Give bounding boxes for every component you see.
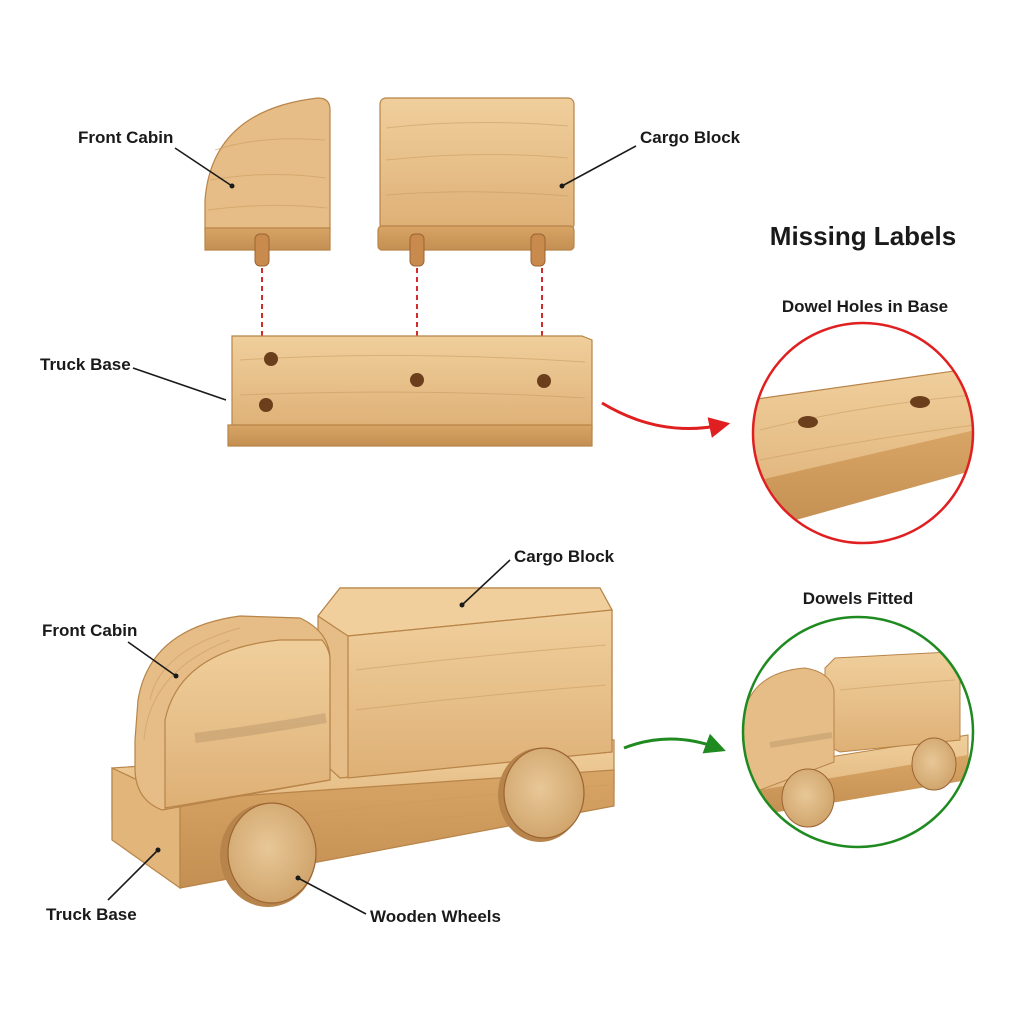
callout-ring-green [741,615,975,849]
leader-front-cabin-bottom [127,641,177,677]
callout-dowels-fitted [741,615,975,849]
label-front-cabin-top: Front Cabin [78,128,173,147]
callout-title-dowel-holes: Dowel Holes in Base [782,297,948,316]
assembled-wheels [220,747,585,907]
label-front-cabin-bottom: Front Cabin [42,621,137,640]
callout-dowel-holes [751,321,975,545]
label-wooden-wheels: Wooden Wheels [370,907,501,926]
truck-base-piece [227,335,593,447]
dowels [254,233,546,267]
exploded-view [204,97,593,447]
leader-truck-base-bottom [107,849,159,901]
leader-front-cabin-top [174,147,233,187]
leader-cargo-block-top [561,145,637,187]
label-cargo-block-bottom: Cargo Block [514,547,615,566]
leader-truck-base-top [132,367,227,401]
arrow-to-dowel-holes [601,401,731,438]
assembled-truck [111,587,615,907]
leader-cargo-block-bottom [461,559,511,606]
front-cabin-piece [204,97,331,251]
callout-title-dowels-fitted: Dowels Fitted [803,589,914,608]
arrow-to-dowels-fitted [623,733,726,754]
label-truck-base-bottom: Truck Base [46,905,137,924]
callout-ring-red [751,321,975,545]
cargo-block-piece [377,97,575,251]
label-truck-base-top: Truck Base [40,355,131,374]
assembled-cargo-block [317,587,613,779]
heading-missing-labels: Missing Labels [770,221,956,251]
label-cargo-block-top: Cargo Block [640,128,741,147]
assembled-front-cabin [134,615,331,811]
leader-wooden-wheels [297,877,367,915]
